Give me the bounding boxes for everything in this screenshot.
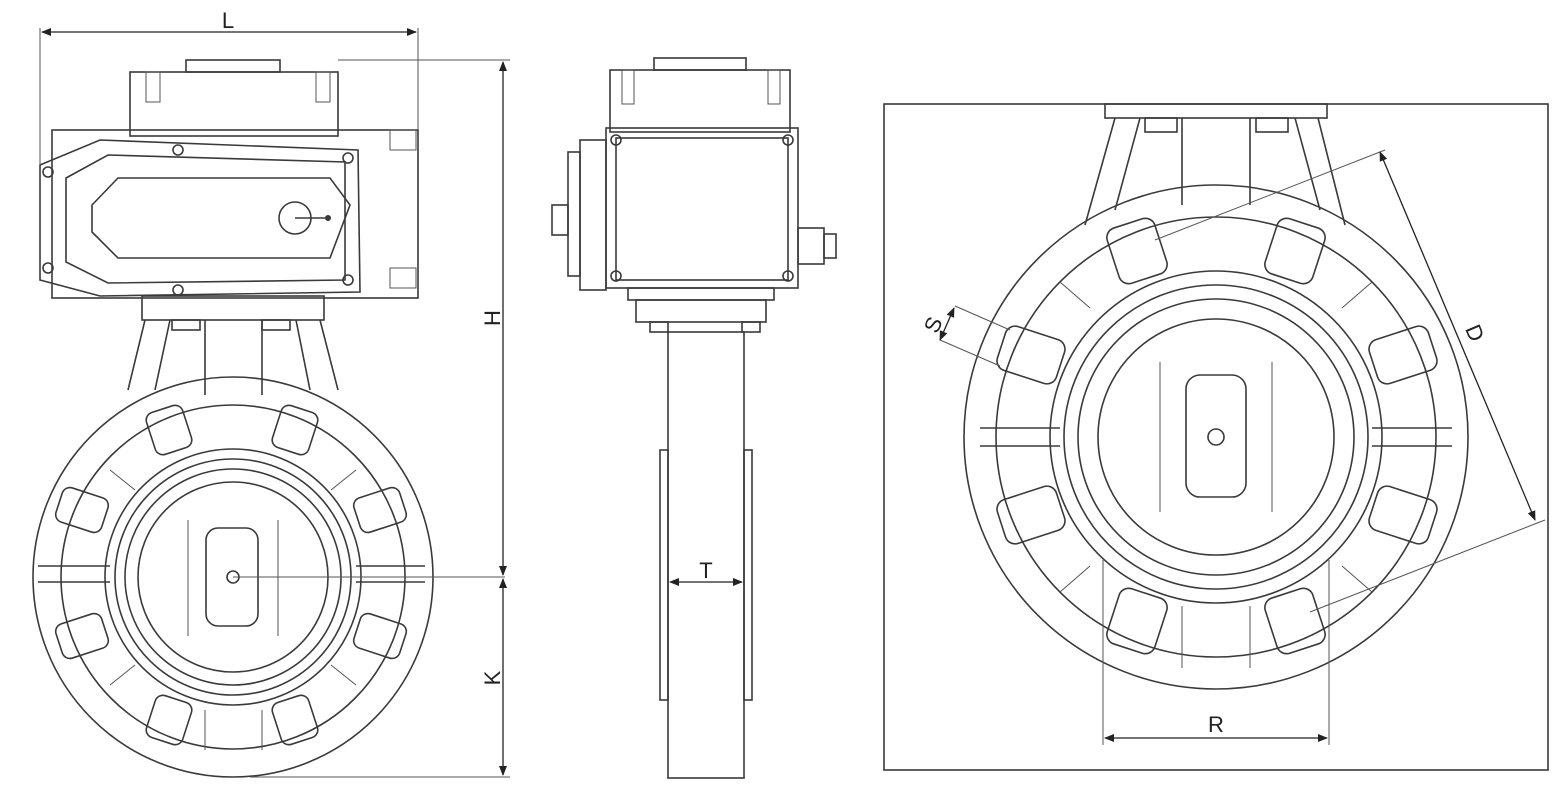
actuator-top-housing xyxy=(129,71,339,137)
screw-icon xyxy=(172,144,184,156)
label-R: R xyxy=(1208,712,1224,737)
bolt-slots xyxy=(54,404,408,746)
screw-icon xyxy=(42,262,54,274)
detail-radial-ribs xyxy=(1059,281,1373,668)
label-H: H xyxy=(480,310,505,326)
detail-bolt-slots xyxy=(996,217,1438,655)
side-actuator-body xyxy=(605,127,799,289)
label-L: L xyxy=(222,8,234,33)
dimension-K: K xyxy=(480,578,507,776)
dimension-T: T xyxy=(669,558,743,586)
detail-frame xyxy=(883,103,1549,771)
screw-icon xyxy=(610,134,622,146)
screw-icon xyxy=(342,152,354,164)
valve-neck xyxy=(127,319,339,391)
dimension-L: L xyxy=(39,8,419,165)
detail-neck xyxy=(1084,117,1346,226)
dimension-R: R xyxy=(1102,560,1330,745)
actuator-top-cap xyxy=(185,59,281,73)
label-D: D xyxy=(1460,321,1489,345)
screw-icon xyxy=(172,284,184,296)
detail-body-outer xyxy=(963,184,1469,690)
cable-gland-icon xyxy=(797,227,825,265)
side-handwheel xyxy=(579,139,607,291)
screw-icon xyxy=(782,270,794,282)
detail-disc-slot xyxy=(1185,374,1247,498)
screw-icon xyxy=(610,270,622,282)
actuator-window xyxy=(91,177,351,259)
dimension-H: H xyxy=(480,61,507,576)
actuator-cover xyxy=(39,139,361,297)
front-view xyxy=(32,59,510,778)
screw-icon xyxy=(42,166,54,178)
side-view xyxy=(551,57,837,779)
side-actuator-top xyxy=(609,69,791,133)
label-T: T xyxy=(699,558,712,583)
side-valve-body xyxy=(667,331,745,779)
actuator-body xyxy=(51,129,419,299)
radial-ribs xyxy=(109,469,357,750)
dimension-D: D xyxy=(1379,151,1536,521)
detail-shaft-center-icon xyxy=(1207,428,1225,446)
detail-disc xyxy=(1097,318,1335,556)
detail-view xyxy=(883,103,1549,771)
screw-icon xyxy=(342,274,354,286)
screw-icon xyxy=(782,134,794,146)
mounting-flange xyxy=(141,295,325,321)
label-K: K xyxy=(480,670,505,685)
